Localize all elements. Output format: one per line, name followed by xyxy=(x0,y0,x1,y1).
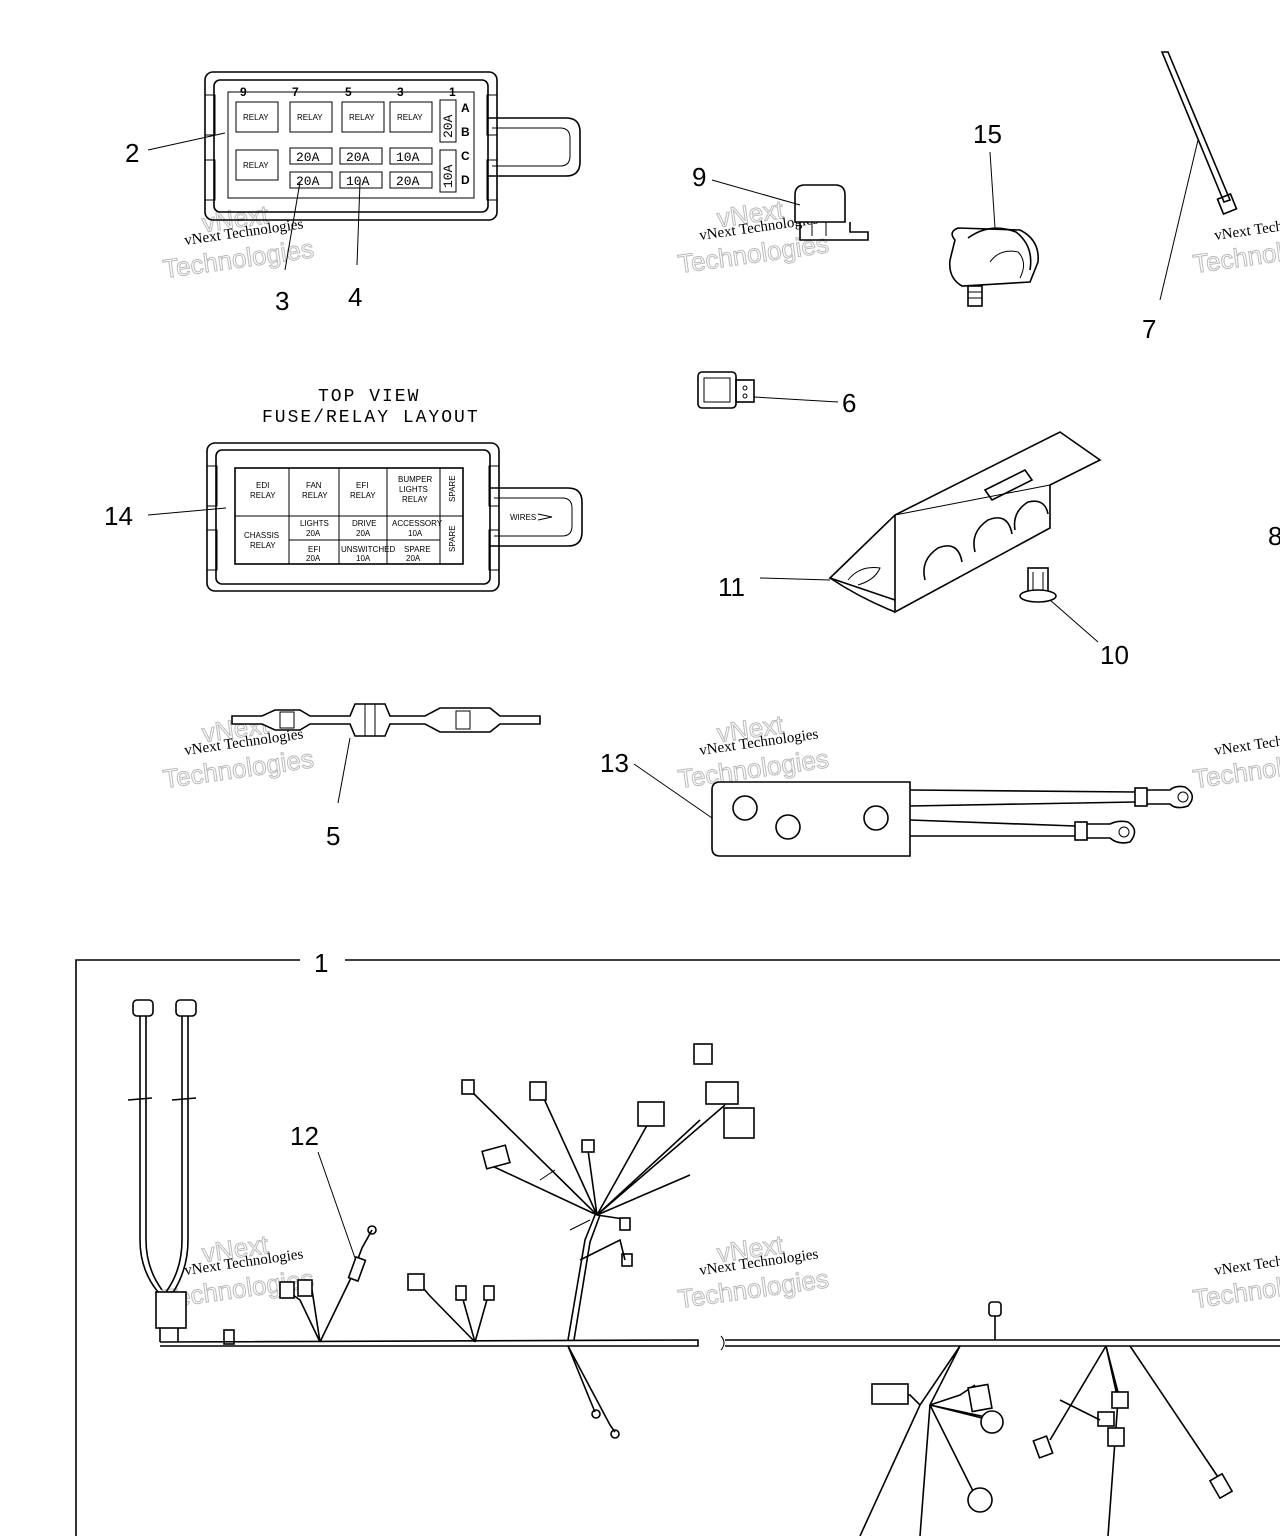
slot-number-9: 9 xyxy=(240,85,247,99)
fuse-label: 20A xyxy=(346,150,370,165)
callout-11: 11 xyxy=(718,572,745,602)
top-view-heading: TOP VIEW xyxy=(318,387,420,407)
cell-bumper-lights-relay: RELAY xyxy=(402,495,428,504)
callout-12: 12 xyxy=(290,1121,319,1151)
row-letter-a: A xyxy=(461,101,470,115)
relay-slot xyxy=(341,101,385,133)
callout-6: 6 xyxy=(842,388,856,418)
fuse-relay-layout-box: WIRES EDI RELAY FAN RELAY EFI RELAY BUMP… xyxy=(206,442,583,592)
callout-7: 7 xyxy=(1142,314,1156,344)
cell-spare-bottom: SPARE xyxy=(448,525,457,552)
cell-fan-relay: FAN xyxy=(306,481,322,490)
wires-tag: WIRES xyxy=(510,513,536,522)
relay-label: RELAY xyxy=(397,113,423,122)
callout-8: 8 xyxy=(1268,521,1280,551)
callout-5: 5 xyxy=(326,821,340,851)
cell-lights-20a: LIGHTS xyxy=(300,519,329,528)
fuse-label: 20A xyxy=(296,150,320,165)
relay-label: RELAY xyxy=(243,113,269,122)
slot-number-3: 3 xyxy=(397,85,404,99)
callout-9: 9 xyxy=(692,162,706,192)
cell-accessory-10a: 10A xyxy=(408,529,423,538)
part-7-cable-tie xyxy=(1160,51,1238,216)
callout-14: 14 xyxy=(104,501,133,531)
part-13-ground-strap xyxy=(711,781,1194,857)
cell-drive-20a: DRIVE xyxy=(352,519,376,528)
slot-number-1: 1 xyxy=(449,85,456,99)
cell-efi-relay: EFI xyxy=(356,481,368,490)
fuse-label: 10A xyxy=(346,174,370,189)
part-1-wire-harness: 1 12 xyxy=(75,948,1280,1536)
callout-3: 3 xyxy=(275,286,289,316)
part-10-push-rivet xyxy=(1019,567,1057,603)
fuse-label: 10A xyxy=(396,150,420,165)
callout-1: 1 xyxy=(314,948,328,978)
side-fuse-bottom: 10A xyxy=(441,164,456,188)
cell-fan-relay: RELAY xyxy=(302,491,328,500)
callout-15: 15 xyxy=(973,119,1002,149)
callout-13: 13 xyxy=(600,748,629,778)
side-fuse-top: 20A xyxy=(441,114,456,138)
slot-number-5: 5 xyxy=(345,85,352,99)
row-letter-c: C xyxy=(461,149,470,163)
relay-label: RELAY xyxy=(349,113,375,122)
cell-unswitched-10a: 10A xyxy=(356,554,371,563)
cell-chassis-relay: RELAY xyxy=(250,541,276,550)
fuse-label: 20A xyxy=(296,174,320,189)
callout-4: 4 xyxy=(348,282,362,312)
part-9-relay-bracket xyxy=(794,184,869,241)
relay-label: RELAY xyxy=(297,113,323,122)
part-5-inline-fuse xyxy=(231,703,541,737)
cell-bumper-lights-relay: LIGHTS xyxy=(399,485,428,494)
cell-spare-20a: SPARE xyxy=(404,545,431,554)
part-6-plug xyxy=(697,371,755,409)
cell-accessory-10a: ACCESSORY xyxy=(392,519,443,528)
cell-lights-20a: 20A xyxy=(306,529,321,538)
slot-number-7: 7 xyxy=(292,85,299,99)
callout-2: 2 xyxy=(125,138,139,168)
cell-spare-top: SPARE xyxy=(448,475,457,502)
cell-spare-20a: 20A xyxy=(406,554,421,563)
relay-slot xyxy=(389,101,433,133)
relay-label: RELAY xyxy=(243,161,269,170)
cell-drive-20a: 20A xyxy=(356,529,371,538)
cell-efi-20a: EFI xyxy=(308,545,320,554)
callout-10: 10 xyxy=(1100,640,1129,670)
cell-efi-relay: RELAY xyxy=(350,491,376,500)
fuse-box-front: 9 7 5 3 1 RELAY RELAY RELAY RELAY RELAY … xyxy=(204,71,581,221)
relay-slot xyxy=(235,149,279,181)
watermarks: vNext vNext Technologies Technologies vN… xyxy=(161,194,1280,1315)
cell-efi-20a: 20A xyxy=(306,554,321,563)
cell-edi-relay: RELAY xyxy=(250,491,276,500)
cell-edi-relay: EDI xyxy=(256,481,269,490)
row-letter-b: B xyxy=(461,125,470,139)
part-11-bracket xyxy=(828,431,1102,614)
relay-slot xyxy=(289,101,333,133)
cell-unswitched-10a: UNSWITCHED xyxy=(341,545,395,554)
cell-bumper-lights-relay: BUMPER xyxy=(398,475,432,484)
row-letter-d: D xyxy=(461,173,470,187)
fuse-relay-layout-heading: FUSE/RELAY LAYOUT xyxy=(262,408,480,428)
part-15-connector xyxy=(948,227,1039,307)
fuse-label: 20A xyxy=(396,174,420,189)
relay-slot xyxy=(235,101,279,133)
cell-chassis-relay: CHASSIS xyxy=(244,531,279,540)
